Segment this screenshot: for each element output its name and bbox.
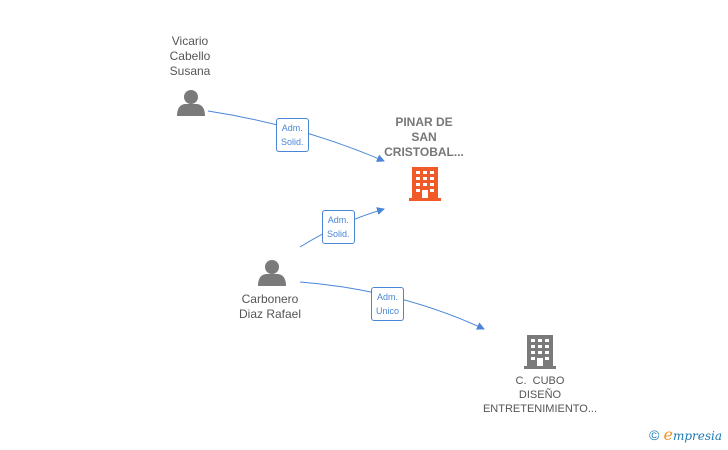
node-label-pinar[interactable]: PINAR DE SAN CRISTOBAL... xyxy=(364,115,484,160)
node-label-cubo[interactable]: C. CUBO DISEÑO ENTRETENIMIENTO... xyxy=(470,374,610,416)
label-line: Cabello xyxy=(169,49,211,63)
label-line: CRISTOBAL... xyxy=(384,145,464,159)
label-line: ENTRETENIMIENTO... xyxy=(482,403,598,415)
node-label-vicario[interactable]: Vicario Cabello Susana xyxy=(140,34,240,79)
building-icon[interactable] xyxy=(409,167,441,201)
label-line: Susana xyxy=(169,64,211,78)
person-icon[interactable] xyxy=(258,260,286,286)
label-line: PINAR DE xyxy=(395,115,453,129)
building-icon[interactable] xyxy=(524,335,556,369)
edge-label-carbonero-cubo[interactable]: Adm. Unico xyxy=(371,287,405,321)
edge-label-vicario-pinar[interactable]: Adm. Solid. xyxy=(276,118,309,152)
brand-e: e xyxy=(663,425,673,444)
copyright-icon: © xyxy=(649,426,660,443)
label-line: Vicario xyxy=(171,34,209,48)
edge-label-line: Solid. xyxy=(327,229,350,239)
person-icon[interactable] xyxy=(177,90,205,116)
brand-wordmark: empresia xyxy=(663,425,722,444)
edge-label-line: Solid. xyxy=(281,137,304,147)
label-line: DISEÑO xyxy=(518,389,562,401)
brand-rest: mpresia xyxy=(672,429,722,443)
edge-label-line: Unico xyxy=(376,306,400,316)
label-line: C. CUBO xyxy=(515,375,565,387)
edge-label-line: Adm. xyxy=(281,123,303,133)
label-line: SAN xyxy=(411,130,437,144)
edge-label-carbonero-pinar[interactable]: Adm. Solid. xyxy=(322,210,355,244)
label-line: Diaz Rafael xyxy=(238,307,302,321)
edge-label-line: Adm. xyxy=(377,292,399,302)
brand-logo: © empresia xyxy=(649,425,722,444)
label-line: Carbonero xyxy=(241,292,299,306)
node-label-carbonero[interactable]: Carbonero Diaz Rafael xyxy=(220,292,320,322)
edge-label-line: Adm. xyxy=(327,215,349,225)
